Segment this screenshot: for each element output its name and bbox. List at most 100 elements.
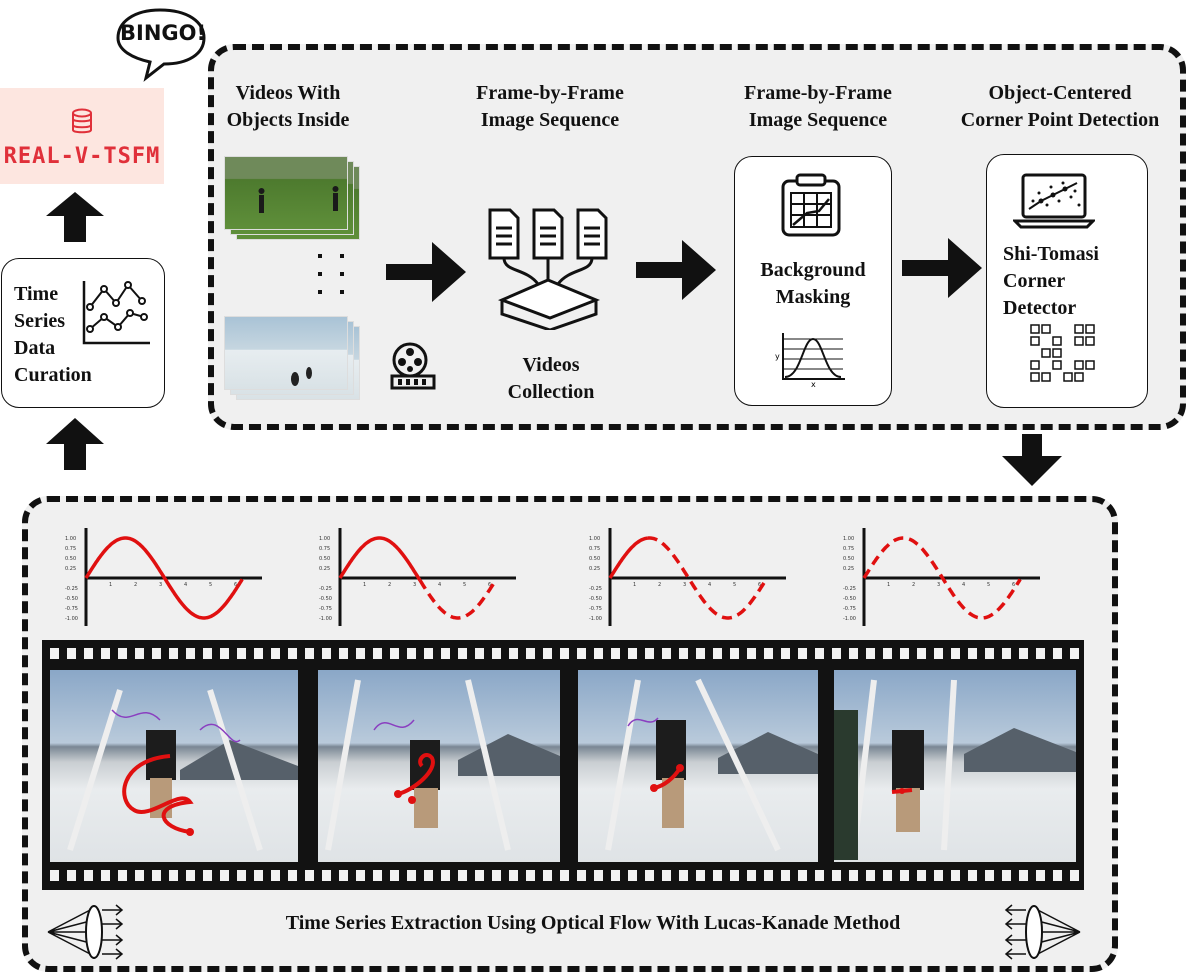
x-tick-label: 3 — [413, 582, 416, 588]
sprocket-hole — [679, 648, 688, 659]
sprocket-hole — [1036, 648, 1045, 659]
x-tick-label: 1 — [363, 582, 366, 588]
swing-tracking-frame — [325, 679, 560, 851]
sprocket-hole — [713, 648, 722, 659]
sprocket-hole — [254, 870, 263, 881]
sprocket-hole — [815, 870, 824, 881]
x-tick-label: 3 — [683, 582, 686, 588]
video-thumbnail — [224, 316, 348, 390]
sprocket-hole — [985, 870, 994, 881]
x-tick-label: 6 — [488, 582, 491, 588]
sprocket-hole — [475, 648, 484, 659]
sprocket-hole — [305, 870, 314, 881]
sprocket-hole — [84, 870, 93, 881]
sprocket-hole — [662, 648, 671, 659]
sprocket-hole — [968, 648, 977, 659]
down-arrow-icon — [1002, 434, 1062, 486]
sprocket-hole — [1002, 870, 1011, 881]
sprocket-hole — [645, 870, 654, 881]
y-tick-label: 0.75 — [319, 546, 330, 552]
sprocket-hole — [135, 870, 144, 881]
sprocket-hole — [866, 870, 875, 881]
optical-lens-icon — [1004, 904, 1081, 960]
x-tick-label: 4 — [962, 582, 965, 588]
y-tick-label: -1.00 — [319, 616, 332, 622]
optical-lens-icon — [47, 904, 124, 960]
sprocket-hole — [866, 648, 875, 659]
sprocket-hole — [832, 648, 841, 659]
sprocket-hole — [934, 648, 943, 659]
sine-dashed-segment — [418, 578, 498, 620]
y-tick-label: -1.00 — [65, 616, 78, 622]
bingo-bubble: BINGO! — [112, 4, 208, 82]
swing-tracking-frame — [834, 679, 1076, 860]
y-tick-label: 0.25 — [319, 566, 330, 572]
sprocket-hole — [1002, 648, 1011, 659]
y-tick-label: 0.75 — [65, 546, 76, 552]
sprocket-hole — [1070, 870, 1079, 881]
sprocket-hole — [356, 870, 365, 881]
sprocket-hole — [1019, 648, 1028, 659]
sprocket-hole — [645, 648, 654, 659]
sprocket-hole — [203, 648, 212, 659]
sprocket-hole — [288, 648, 297, 659]
sprocket-hole — [628, 648, 637, 659]
brand-box: REAL-V-TSFM — [0, 88, 164, 184]
sprocket-hole — [560, 648, 569, 659]
y-tick-label: -0.75 — [65, 606, 78, 612]
sprocket-hole — [577, 648, 586, 659]
x-tick-label: 4 — [184, 582, 187, 588]
sprocket-hole — [356, 648, 365, 659]
film-reel-icon — [390, 342, 436, 390]
sprocket-hole — [730, 870, 739, 881]
swing-tracking-frame — [67, 689, 298, 851]
documents-to-box-icon — [488, 208, 608, 330]
sprocket-hole — [271, 870, 280, 881]
sprocket-hole — [509, 870, 518, 881]
y-tick-label: -0.75 — [319, 606, 332, 612]
sprocket-hole — [169, 870, 178, 881]
y-tick-label: 0.50 — [589, 556, 600, 562]
right-arrow-icon — [386, 242, 466, 302]
sprocket-hole — [237, 870, 246, 881]
y-tick-label: 0.25 — [843, 566, 854, 572]
sprocket-hole — [560, 870, 569, 881]
sprocket-hole — [84, 648, 93, 659]
database-icon — [72, 108, 92, 134]
x-tick-label: 4 — [708, 582, 711, 588]
sprocket-hole — [1019, 870, 1028, 881]
up-arrow-icon — [46, 418, 104, 470]
corner-points-icon — [1030, 324, 1095, 382]
x-tick-label: 5 — [463, 582, 466, 588]
y-tick-label: 0.50 — [319, 556, 330, 562]
sprocket-hole — [1070, 648, 1079, 659]
vertical-dots-icon — [318, 254, 344, 294]
sprocket-hole — [424, 870, 433, 881]
sprocket-hole — [849, 870, 858, 881]
sprocket-hole — [135, 648, 144, 659]
x-tick-label: 5 — [209, 582, 212, 588]
x-tick-label: 6 — [1012, 582, 1015, 588]
sprocket-hole — [883, 870, 892, 881]
sprocket-hole — [594, 870, 603, 881]
y-tick-label: -0.25 — [589, 586, 602, 592]
sine-solid-segment — [338, 536, 422, 582]
speech-bubble-icon — [116, 8, 206, 82]
sprocket-hole — [118, 870, 127, 881]
sprocket-hole — [798, 648, 807, 659]
sprocket-hole — [509, 648, 518, 659]
brand-label: REAL-V-TSFM — [3, 144, 161, 169]
extraction-caption: Time Series Extraction Using Optical Flo… — [285, 912, 901, 934]
sprocket-hole — [934, 870, 943, 881]
sprocket-hole — [373, 648, 382, 659]
